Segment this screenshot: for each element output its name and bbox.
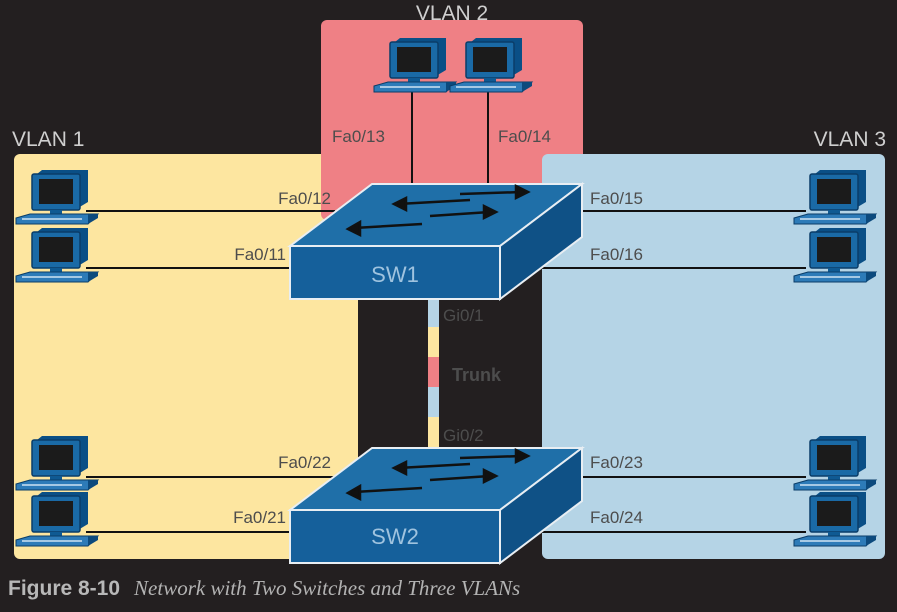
port-label-fa0-22: Fa0/22 xyxy=(278,453,331,472)
port-label-fa0-21: Fa0/21 xyxy=(233,508,286,527)
figure-caption: Figure 8-10 Network with Two Switches and… xyxy=(8,576,888,606)
port-label-gi0-2: Gi0/2 xyxy=(443,426,484,445)
port-label-fa0-11: Fa0/11 xyxy=(234,245,286,264)
sw1-label: SW1 xyxy=(371,262,419,287)
port-label-fa0-15: Fa0/15 xyxy=(590,189,643,208)
vlan3-region xyxy=(542,154,885,559)
port-label-fa0-14: Fa0/14 xyxy=(498,127,551,146)
sw2-label: SW2 xyxy=(371,524,419,549)
vlan3-label: VLAN 3 xyxy=(814,128,886,151)
trunk-link xyxy=(428,297,439,447)
vlan2-label: VLAN 2 xyxy=(416,2,488,25)
port-label-fa0-13: Fa0/13 xyxy=(332,127,385,146)
port-label-gi0-1: Gi0/1 xyxy=(443,306,484,325)
port-label-fa0-12: Fa0/12 xyxy=(278,189,331,208)
vlan1-region xyxy=(14,154,358,559)
port-label-fa0-24: Fa0/24 xyxy=(590,508,643,527)
trunk-label: Trunk xyxy=(452,365,502,385)
port-label-fa0-16: Fa0/16 xyxy=(590,245,643,264)
figure-title: Network with Two Switches and Three VLAN… xyxy=(134,576,521,600)
cable-links xyxy=(86,92,806,533)
sw2-switch: SW2 xyxy=(288,446,584,565)
port-label-fa0-23: Fa0/23 xyxy=(590,453,643,472)
sw1-switch: SW1 xyxy=(288,182,584,301)
figure-number: Figure 8-10 xyxy=(8,577,121,600)
vlan1-label: VLAN 1 xyxy=(12,128,84,151)
